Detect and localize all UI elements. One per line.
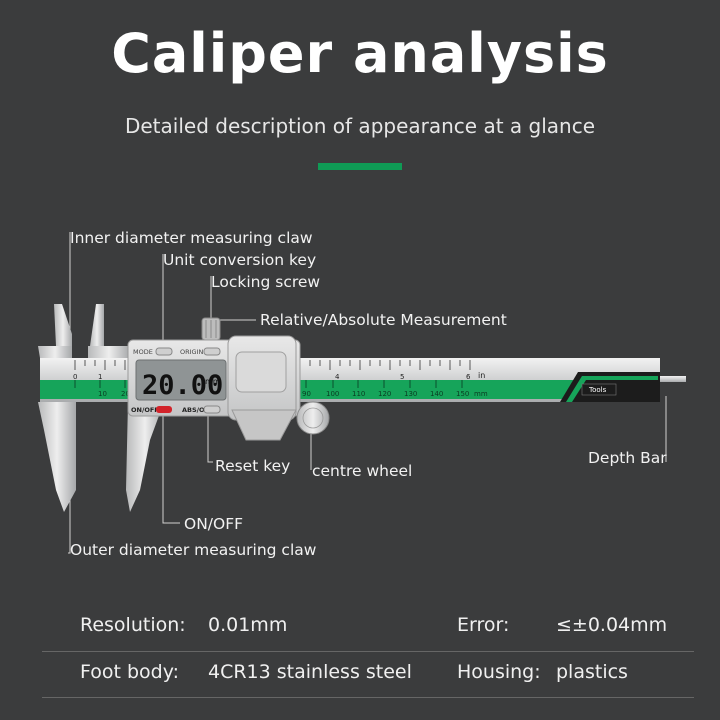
callout-centre-wheel: centre wheel <box>312 462 413 480</box>
mm-scale-ticks <box>74 380 463 388</box>
lcd-screen <box>135 359 227 401</box>
inner-claw-fixed <box>54 304 72 346</box>
mode-button-label: MODE <box>133 348 153 356</box>
in-tick-label: 4 <box>335 373 340 381</box>
in-tick-label: 5 <box>400 373 404 381</box>
mm-tick-label: 150 <box>456 390 469 398</box>
depth-bar <box>660 376 686 382</box>
spec-error-label: Error: <box>457 614 510 636</box>
in-tick-label: 1 <box>98 373 102 381</box>
centre-wheel <box>296 401 330 435</box>
callout-depth-bar: Depth Bar <box>588 449 667 467</box>
spec-housing-label: Housing: <box>457 661 541 683</box>
fixed-jaw-top <box>38 346 72 358</box>
spec-foot-label: Foot body: <box>80 661 179 683</box>
spec-foot-value: 4CR13 stainless steel <box>208 661 412 683</box>
callout-unit-key: Unit conversion key <box>163 251 317 269</box>
spec-housing-value: plastics <box>556 661 628 683</box>
beam-tail-accent <box>566 376 658 402</box>
abso-button[interactable] <box>203 405 221 414</box>
accent-bar <box>318 163 402 170</box>
spec-resolution-value: 0.01mm <box>208 614 288 636</box>
brand-tag-label: Tools <box>588 386 607 394</box>
callout-on-off: ON/OFF <box>184 515 244 533</box>
abso-button-label: ABS/O <box>182 406 205 414</box>
callout-locking-screw: Locking screw <box>211 273 321 291</box>
mm-unit-label: mm <box>474 390 488 398</box>
inner-claw-slide <box>90 304 104 346</box>
callout-outer-claw: Outer diameter measuring claw <box>70 541 317 559</box>
housing-panel <box>235 351 287 393</box>
thumb-rest <box>231 409 297 441</box>
outer-claw-slide <box>126 402 164 512</box>
mm-tick-label: 90 <box>302 390 311 398</box>
lcd-reading: 20.00 <box>142 370 223 401</box>
mm-tick-label: 20 <box>121 390 130 398</box>
origin-button-label: ORIGIN <box>180 348 204 356</box>
callout-relative-absolute: Relative/Absolute Measurement <box>260 311 507 329</box>
in-tick-label: 6 <box>466 373 471 381</box>
page-title: Caliper analysis <box>111 22 609 85</box>
spec-resolution-label: Resolution: <box>80 614 186 636</box>
origin-button[interactable] <box>203 347 221 356</box>
mm-tick-label: 140 <box>430 390 443 398</box>
mm-tick-label: 10 <box>98 390 107 398</box>
spec-divider <box>42 697 694 698</box>
in-tick-label: 0 <box>73 373 77 381</box>
onoff-button-label: ON/OFF <box>131 406 159 414</box>
slide-jaw-top <box>88 346 130 358</box>
mode-button[interactable] <box>155 347 173 356</box>
brand-tag <box>581 383 617 396</box>
spec-divider <box>42 651 694 652</box>
mm-tick-label: 110 <box>352 390 365 398</box>
mm-tick-label: 120 <box>378 390 391 398</box>
spec-error-value: ≤±0.04mm <box>556 614 668 636</box>
callout-inner-claw: Inner diameter measuring claw <box>70 229 313 247</box>
callout-lines <box>68 232 667 554</box>
mm-tick-label: 130 <box>404 390 417 398</box>
mm-tick-label: 100 <box>326 390 339 398</box>
page-subtitle: Detailed description of appearance at a … <box>124 114 596 138</box>
callout-reset-key: Reset key <box>215 457 291 475</box>
onoff-button[interactable] <box>156 406 172 413</box>
lcd-unit: mm <box>205 377 221 386</box>
in-unit-label: in <box>478 371 485 380</box>
outer-claw-fixed <box>38 402 76 512</box>
